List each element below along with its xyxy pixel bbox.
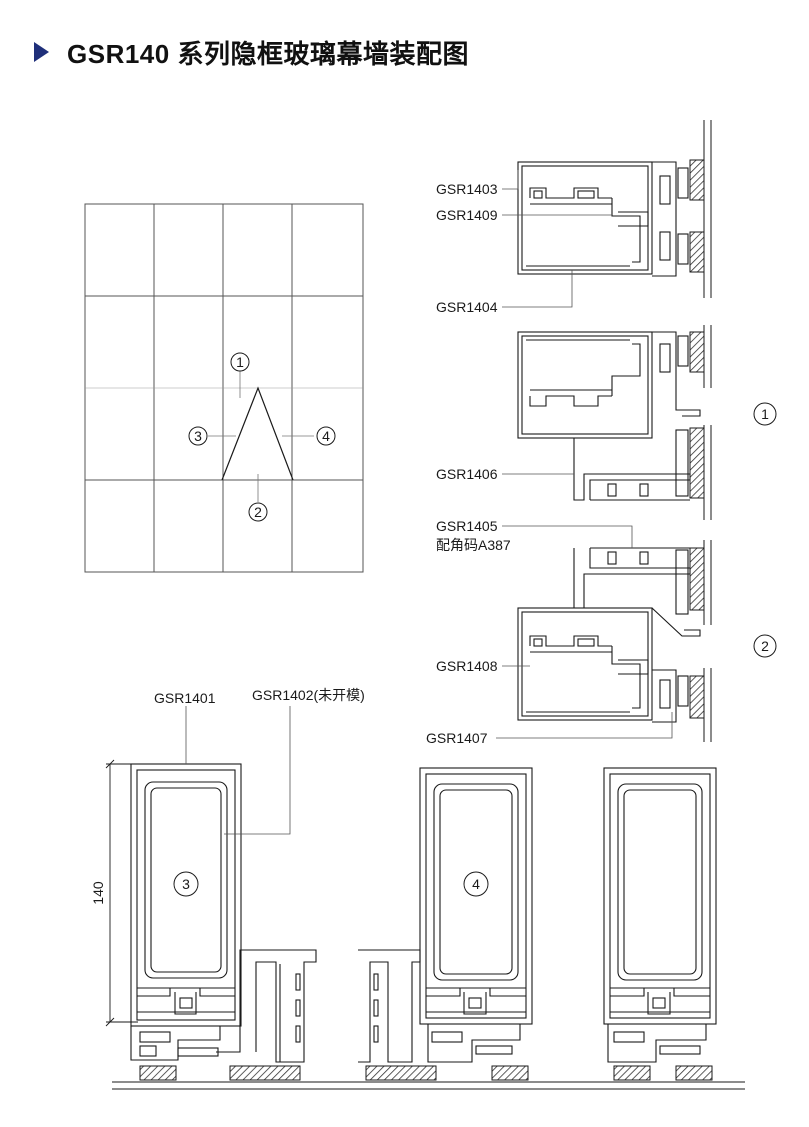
label-gsr1408: GSR1408 bbox=[436, 658, 498, 674]
elevation-marker-1: 1 bbox=[230, 352, 250, 372]
label-gsr1401: GSR1401 bbox=[154, 690, 216, 706]
elevation-marker-2: 2 bbox=[248, 502, 268, 522]
sealant-blocks-right bbox=[689, 159, 705, 719]
section-marker-2: 2 bbox=[753, 634, 777, 658]
glass-panels-right bbox=[703, 120, 712, 742]
dimension-label: 140 bbox=[90, 881, 106, 905]
mullion-3-adjacent bbox=[216, 949, 317, 1063]
section-1-profiles bbox=[517, 161, 701, 501]
elevation-marker-3: 3 bbox=[188, 426, 208, 446]
elevation-grid bbox=[84, 203, 364, 573]
leader-lines-upper bbox=[496, 170, 673, 739]
sealant-block bbox=[613, 1065, 651, 1081]
label-gsr1409: GSR1409 bbox=[436, 207, 498, 223]
marker-3: 3 bbox=[173, 871, 199, 897]
title-bar: GSR140 系列隐框玻璃幕墙装配图 bbox=[34, 34, 469, 70]
section-2-profiles bbox=[517, 547, 701, 723]
baseline-glass-lower bbox=[112, 1081, 745, 1090]
sealant-block bbox=[491, 1065, 529, 1081]
label-gsr1402: GSR1402(未开模) bbox=[252, 687, 365, 703]
label-gsr1405: GSR1405 bbox=[436, 518, 498, 534]
label-gsr1407: GSR1407 bbox=[426, 730, 488, 746]
svg-text:4: 4 bbox=[322, 428, 330, 444]
svg-text:4: 4 bbox=[472, 876, 480, 892]
label-gsr1405-note: 配角码A387 bbox=[436, 537, 511, 553]
section-marker-1: 1 bbox=[753, 402, 777, 426]
label-gsr1404: GSR1404 bbox=[436, 299, 498, 315]
sealant-block bbox=[365, 1065, 437, 1081]
mullion-3 bbox=[130, 763, 242, 1061]
svg-text:2: 2 bbox=[761, 638, 769, 654]
leader-lines-lower bbox=[185, 706, 291, 835]
marker-4: 4 bbox=[463, 871, 489, 897]
elevation-marker-4: 4 bbox=[316, 426, 336, 446]
svg-text:3: 3 bbox=[194, 428, 202, 444]
page-title: GSR140 系列隐框玻璃幕墙装配图 bbox=[67, 38, 469, 69]
svg-text:2: 2 bbox=[254, 504, 262, 520]
title-arrow-icon bbox=[34, 42, 49, 62]
mullion-right bbox=[603, 767, 717, 1063]
svg-text:1: 1 bbox=[761, 406, 769, 422]
dimension-140 bbox=[105, 759, 138, 1027]
svg-text:3: 3 bbox=[182, 876, 190, 892]
labels-upper: GSR1403 GSR1409 GSR1404 GSR1406 GSR1405 … bbox=[426, 181, 511, 746]
label-gsr1403: GSR1403 bbox=[436, 181, 498, 197]
sealant-block bbox=[139, 1065, 177, 1081]
svg-text:1: 1 bbox=[236, 354, 244, 370]
label-gsr1406: GSR1406 bbox=[436, 466, 498, 482]
sealant-block bbox=[675, 1065, 713, 1081]
mullion-4 bbox=[358, 767, 533, 1063]
sealant-block bbox=[229, 1065, 301, 1081]
